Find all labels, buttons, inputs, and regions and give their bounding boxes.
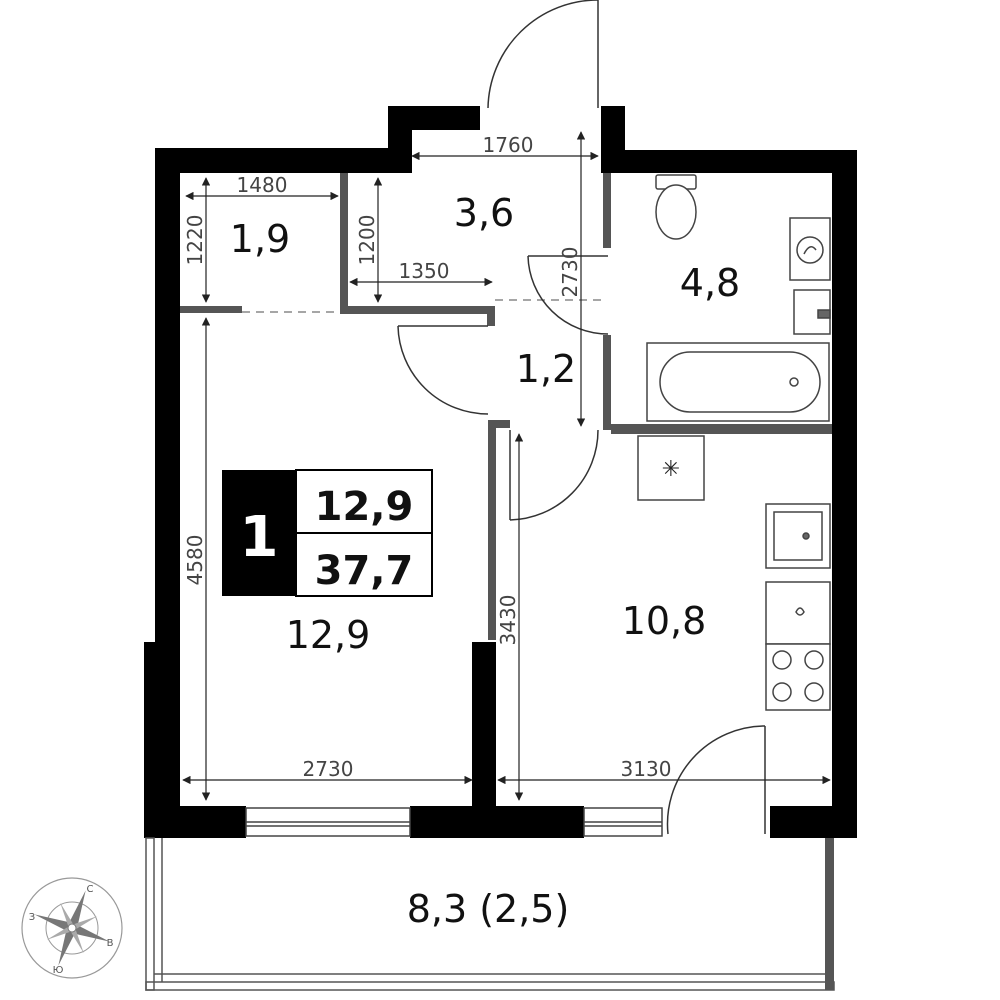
- total-area: 37,7: [315, 548, 414, 594]
- dim-entry-inner-width: 1350: [399, 259, 450, 283]
- room-entry-area: 3,6: [454, 191, 514, 235]
- doors: [397, 0, 766, 835]
- dim-wardrobe-width: 1480: [237, 173, 288, 197]
- room-balcony-area: 8,3 (2,5): [407, 887, 570, 931]
- balcony: [145, 837, 835, 991]
- compass-west: З: [29, 912, 35, 923]
- room-hall-area: 1,2: [516, 347, 576, 391]
- compass-icon: С В Ю З: [21, 877, 123, 979]
- compass-north: С: [87, 884, 94, 895]
- windows: [245, 807, 663, 837]
- dimension-labels: 1760 1480 1220 1200 1350 2730 4580 2730 …: [183, 133, 671, 781]
- room-count: 1: [240, 505, 279, 570]
- kitchen-fixtures: ✳: [637, 435, 831, 711]
- dim-hall-length: 2730: [558, 247, 582, 298]
- compass-east: В: [107, 938, 114, 949]
- dimension-lines: [182, 131, 831, 801]
- dim-wardrobe-depth: 1220: [183, 215, 207, 266]
- dim-entry-width: 1760: [483, 133, 534, 157]
- exterior-walls: [144, 106, 857, 838]
- dim-entry-depth: 1200: [355, 215, 379, 266]
- dim-bedroom-width: 2730: [303, 757, 354, 781]
- room-kitchen-area: 10,8: [622, 599, 707, 643]
- dim-kitchen-depth: 3430: [496, 595, 520, 646]
- room-bathroom-area: 4,8: [680, 261, 740, 305]
- room-labels: 1,9 3,6 4,8 1,2 12,9 10,8 8,3 (2,5): [230, 191, 740, 931]
- svg-text:✳: ✳: [662, 457, 680, 482]
- room-wardrobe-area: 1,9: [230, 217, 290, 261]
- living-area: 12,9: [315, 484, 414, 530]
- bathroom-fixtures: [646, 174, 831, 422]
- dim-kitchen-width: 3130: [621, 757, 672, 781]
- fridge-icon: [637, 435, 705, 501]
- apartment-badge: 1 12,9 37,7: [222, 469, 433, 597]
- partitions: [180, 173, 832, 640]
- compass-south: Ю: [53, 965, 64, 976]
- room-bedroom-area: 12,9: [286, 613, 371, 657]
- dim-bedroom-depth: 4580: [183, 535, 207, 586]
